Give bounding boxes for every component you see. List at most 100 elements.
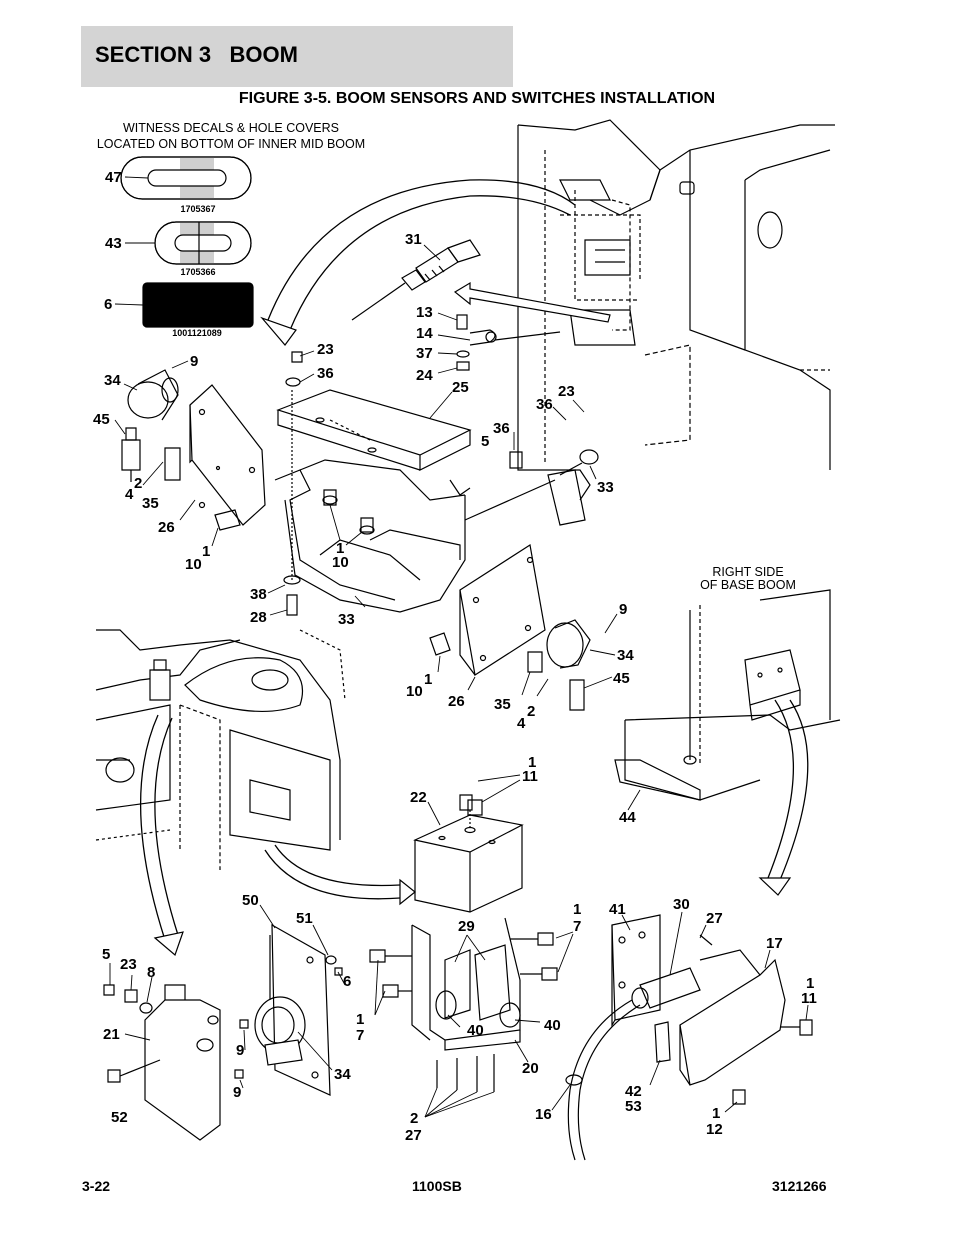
callout-7-bracket-left: 7	[356, 1027, 364, 1044]
bolt-5-upper	[509, 451, 523, 469]
callout-2-upper: 2	[134, 475, 142, 492]
callout-45-upper: 45	[93, 411, 110, 428]
callout-10-lower: 10	[406, 683, 423, 700]
callout-26-upper: 26	[158, 519, 175, 536]
base-boom-right-side	[614, 589, 841, 801]
callout-27-screws: 27	[405, 1127, 422, 1144]
callout-40-right: 40	[544, 1017, 561, 1034]
callout-4-upper: 4	[125, 486, 134, 503]
callout-16: 16	[535, 1106, 552, 1123]
bracket-20	[411, 917, 521, 1051]
bolt-1-10-upper	[214, 509, 241, 531]
decal-43-part-number: 1705366	[180, 267, 215, 277]
arrow-to-upper-boom	[260, 179, 576, 346]
callout-21: 21	[103, 1026, 120, 1043]
callout-1-housing-17: 1	[806, 975, 814, 992]
callout-8: 8	[147, 964, 155, 981]
washer-38	[283, 575, 301, 585]
callout-37: 37	[416, 345, 433, 362]
callout-40-left: 40	[467, 1022, 484, 1039]
callout-2-screws: 2	[410, 1110, 418, 1127]
callout-17: 17	[766, 935, 783, 952]
callout-10-housing: 10	[332, 554, 349, 571]
callout-11-housing-17: 11	[801, 990, 817, 1007]
callout-9-lower: 9	[619, 601, 627, 618]
callout-23-upper: 23	[317, 341, 334, 358]
plate-50	[269, 923, 331, 1096]
connector-45-lower	[569, 679, 585, 711]
callout-1-upper-left: 1	[202, 543, 210, 560]
callout-1-housing: 1	[336, 540, 344, 557]
connector-45-upper	[121, 427, 141, 482]
callout-34-bottom: 34	[334, 1066, 351, 1083]
footer-model: 1100SB	[412, 1178, 462, 1194]
switch-34-bottom	[254, 996, 306, 1066]
callout-6-decal: 6	[104, 296, 112, 313]
sensor-31	[351, 239, 481, 321]
callout-31: 31	[405, 231, 422, 248]
callout-1-bracket-right: 1	[573, 901, 581, 918]
callout-26-lower: 26	[448, 693, 465, 710]
bracket-35-lower	[527, 651, 543, 673]
switch-34-lower	[546, 619, 591, 669]
callout-14: 14	[416, 325, 433, 342]
callout-20: 20	[522, 1060, 539, 1077]
callout-36-upper: 36	[317, 365, 334, 382]
callout-50: 50	[242, 892, 259, 909]
callout-13: 13	[416, 304, 433, 321]
fasteners-bracket-20	[369, 932, 558, 1092]
callout-43: 43	[105, 235, 122, 252]
callout-42: 42	[625, 1083, 642, 1100]
callout-35-upper: 35	[142, 495, 159, 512]
arrow-to-cover-22	[264, 844, 416, 906]
fasteners-bottom-left	[103, 955, 343, 1083]
turntable-pivot-structure	[95, 629, 346, 870]
figure-title: FIGURE 3-5. BOOM SENSORS AND SWITCHES IN…	[238, 90, 716, 107]
bracket-25	[276, 351, 472, 580]
callout-34-lower: 34	[617, 647, 634, 664]
callout-53: 53	[625, 1098, 642, 1115]
cover-26-lower	[459, 544, 546, 676]
decal-43	[154, 221, 252, 265]
callout-36-right-lower: 36	[493, 420, 510, 437]
callout-52: 52	[111, 1109, 128, 1126]
cover-26-upper	[189, 384, 266, 526]
callout-7-bracket-right: 7	[573, 918, 581, 935]
callout-38: 38	[250, 586, 267, 603]
callout-5-lower: 5	[102, 946, 110, 963]
callout-12: 12	[706, 1121, 723, 1138]
callout-2-lower: 2	[527, 703, 535, 720]
decal-47	[120, 156, 252, 200]
callout-24: 24	[416, 367, 433, 384]
bracket-21	[144, 984, 221, 1141]
arrow-to-base-boom	[758, 699, 809, 896]
housing-17	[679, 934, 813, 1105]
bolt-28	[286, 594, 298, 616]
housing-33	[274, 459, 556, 613]
switch-30	[631, 967, 701, 1063]
callout-41: 41	[609, 901, 626, 918]
callout-34-upper: 34	[104, 372, 121, 389]
arrow-to-clamp	[453, 281, 611, 323]
switch-34-upper	[127, 369, 179, 421]
callout-1-bracket-left: 1	[356, 1011, 364, 1028]
bracket-41	[611, 914, 661, 1028]
decal-47-part-number: 1705367	[180, 204, 215, 214]
section-header-bar: SECTION 3 BOOM	[81, 26, 513, 87]
callout-27-right: 27	[706, 910, 723, 927]
callout-1-lower: 1	[424, 671, 432, 688]
footer-document-number: 3121266	[772, 1178, 827, 1194]
callout-1-bottom-right: 1	[712, 1105, 720, 1122]
callout-25: 25	[452, 379, 469, 396]
callout-30: 30	[673, 896, 690, 913]
callout-51: 51	[296, 910, 313, 927]
callout-1-cover-bolts: 1	[528, 754, 536, 771]
callout-9-plate-lower: 9	[233, 1084, 241, 1101]
callout-44: 44	[619, 809, 636, 826]
bolt-1-10-lower	[429, 632, 451, 656]
callout-47: 47	[105, 169, 122, 186]
clamp-14	[456, 314, 561, 371]
callout-29: 29	[458, 918, 475, 935]
callout-11-cover-bolts: 11	[522, 768, 538, 785]
